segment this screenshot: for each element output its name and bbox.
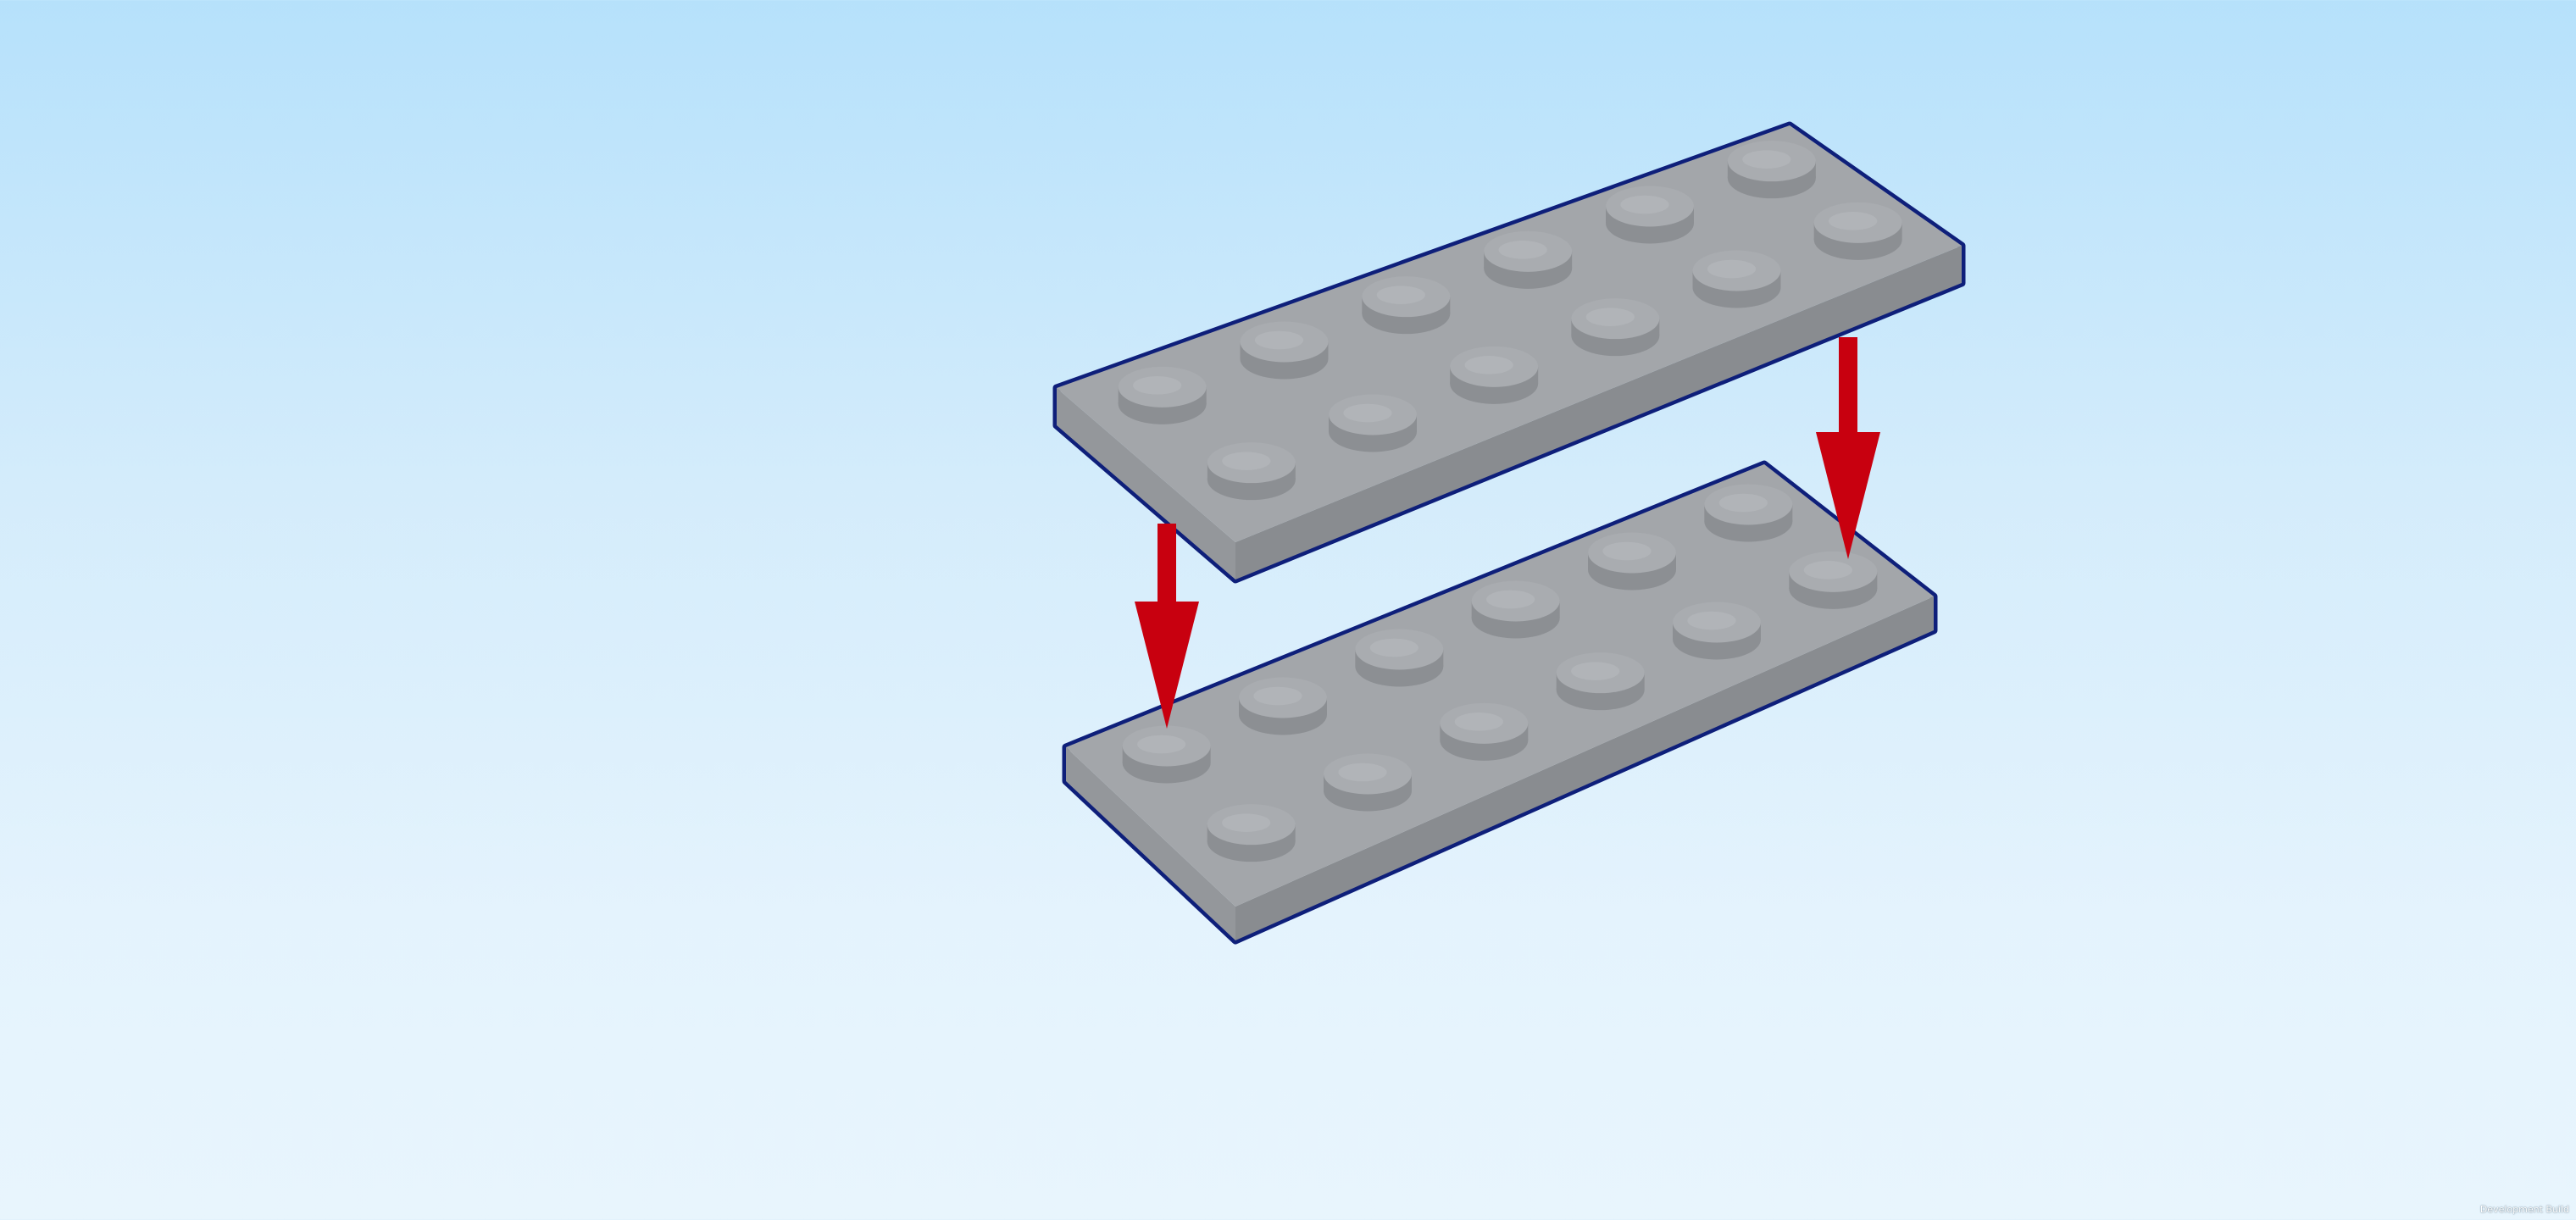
stud <box>1239 677 1327 735</box>
stud <box>1704 484 1793 542</box>
stud <box>1692 250 1781 308</box>
plate-top-face <box>1057 125 1962 542</box>
stud <box>1118 366 1207 424</box>
stud <box>1362 276 1451 335</box>
plate-side-face <box>1235 596 1934 940</box>
plate-front-face <box>1066 747 1235 940</box>
arrow <box>1135 524 1199 729</box>
arrow <box>1816 337 1880 559</box>
plate-front-face <box>1057 388 1235 580</box>
upper-plate-brick[interactable] <box>1052 121 1966 584</box>
stud <box>1556 652 1645 711</box>
stud <box>1727 141 1816 199</box>
stud <box>1673 602 1761 660</box>
stud <box>1440 702 1529 761</box>
stud <box>1606 186 1694 244</box>
stud <box>1324 753 1412 812</box>
stud <box>1450 346 1539 404</box>
stud <box>1207 804 1296 862</box>
plate-side-face <box>1235 246 1962 580</box>
stud <box>1588 532 1676 591</box>
stud <box>1240 321 1329 380</box>
stud <box>1355 629 1444 687</box>
stud <box>1789 551 1878 609</box>
stud <box>1122 725 1211 784</box>
stud <box>1471 580 1560 639</box>
stud <box>1207 442 1296 501</box>
plate-top-face <box>1066 464 1934 907</box>
placement-arrows <box>1135 337 1880 729</box>
stud <box>1484 230 1573 289</box>
stud <box>1329 394 1417 452</box>
build-label: Development Build <box>2479 1204 2569 1215</box>
stud <box>1571 298 1660 357</box>
stud <box>1813 202 1902 260</box>
lower-plate-brick[interactable] <box>1062 460 1938 945</box>
